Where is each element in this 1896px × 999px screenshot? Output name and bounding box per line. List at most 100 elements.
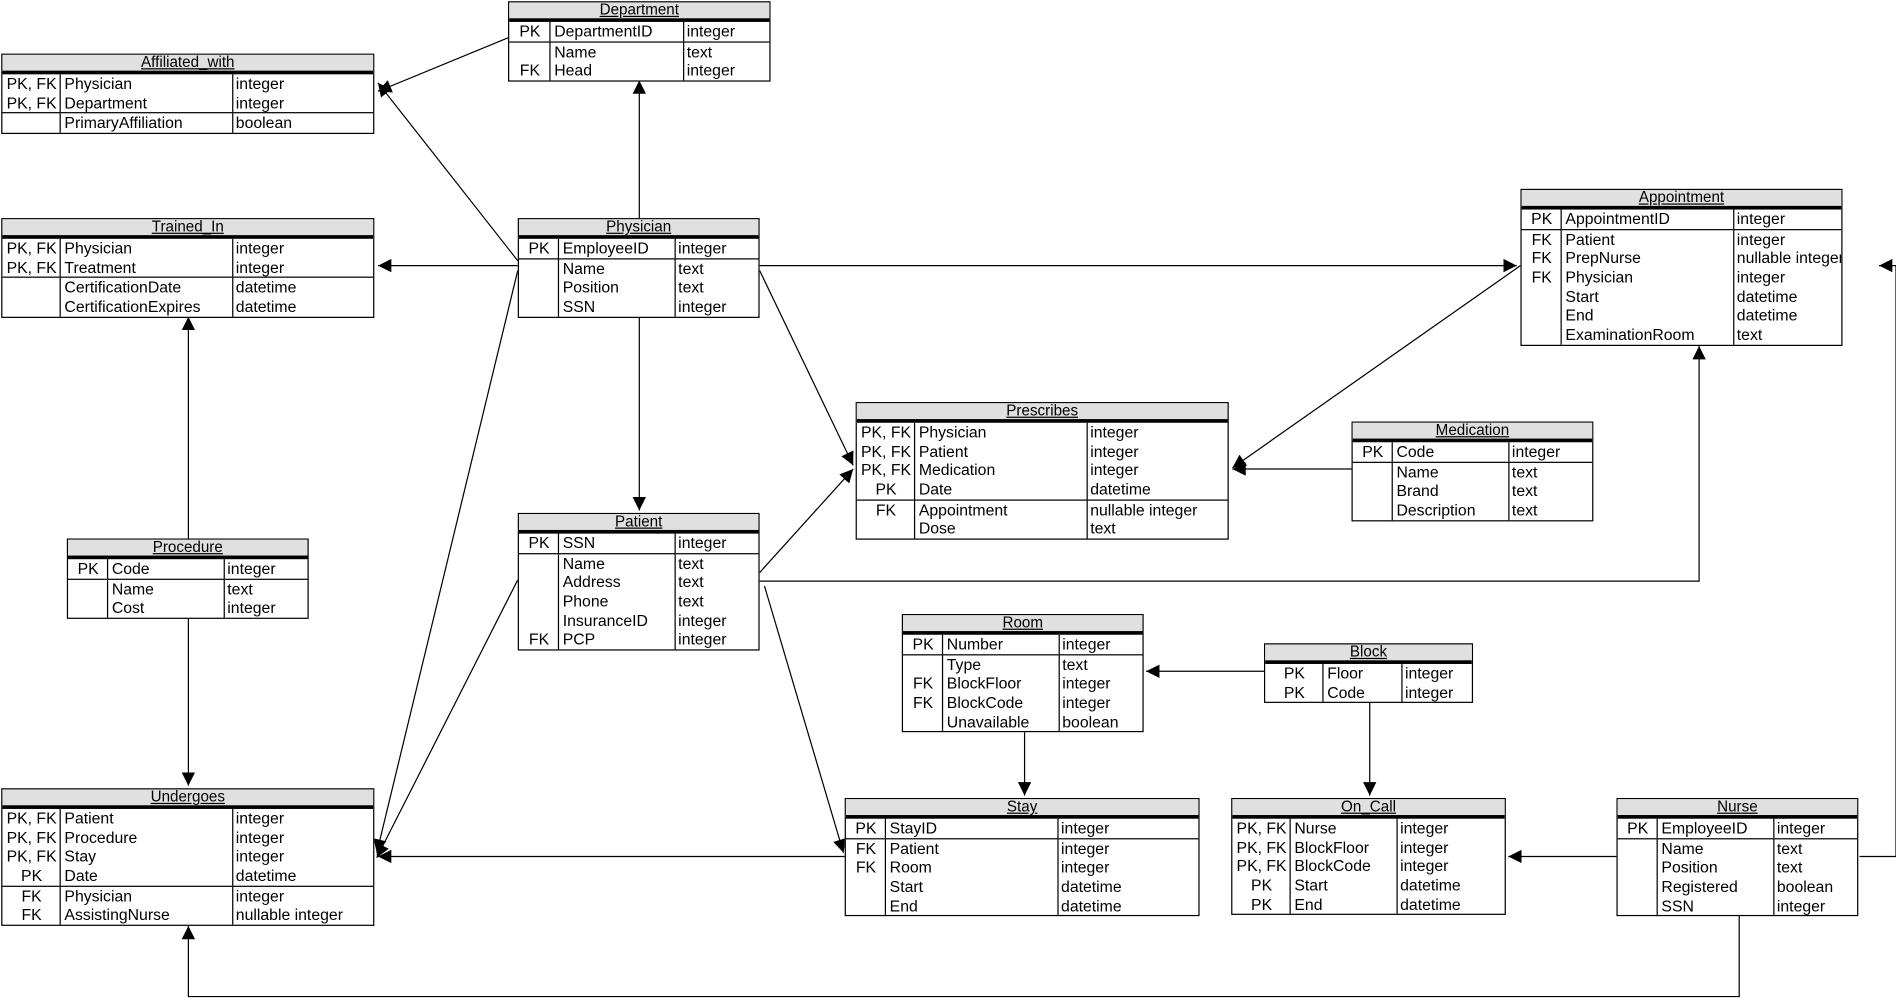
table-name: Appointment <box>1638 190 1725 206</box>
column-name: Brand <box>1396 481 1439 500</box>
key-cell <box>1353 482 1393 501</box>
table-name: Department <box>599 2 679 19</box>
column-type: datetime <box>1736 287 1798 306</box>
column-type: integer <box>1400 856 1449 876</box>
column-divider <box>1773 839 1775 916</box>
column-name: SSN <box>562 297 596 316</box>
table-name: Trained_In <box>151 219 224 236</box>
column-name: DepartmentID <box>554 21 653 41</box>
column-type: integer <box>227 598 276 617</box>
key-cell <box>857 520 915 539</box>
column-name: Code <box>1396 442 1435 461</box>
